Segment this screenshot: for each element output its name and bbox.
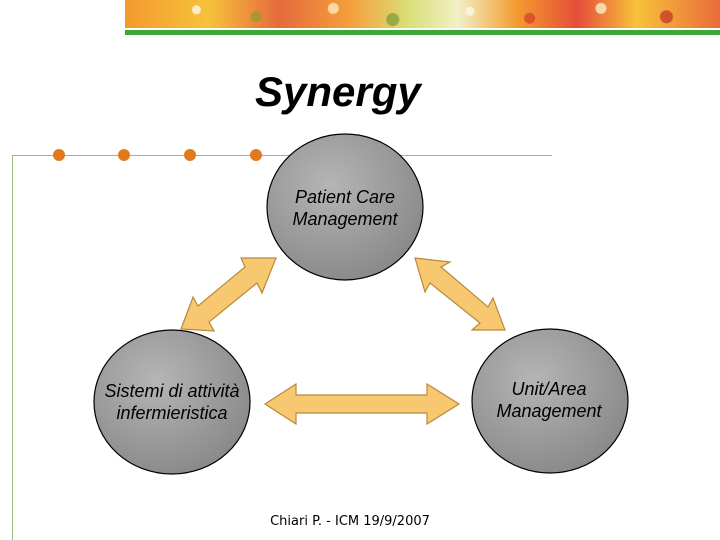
bullet-dot-3 — [184, 149, 196, 161]
slide-title: Synergy — [255, 68, 421, 115]
node-patient-care: Patient Care Management — [270, 186, 420, 230]
node-unit-area: Unit/Area Management — [474, 378, 624, 422]
right-circle — [471, 328, 629, 474]
slide-footer: Chiari P. - ICM 19/9/2007 — [270, 514, 430, 529]
bullet-dot-1 — [53, 149, 65, 161]
left-circle — [93, 329, 251, 475]
bullet-dot-2 — [118, 149, 130, 161]
node-sistemi: Sistemi di attività infermieristica — [82, 380, 262, 424]
horizontal-rule — [12, 155, 552, 156]
bullet-dot-4 — [250, 149, 262, 161]
header-banner-image — [125, 0, 720, 28]
node-sistemi-line2: infermieristica — [116, 403, 228, 423]
header-green-bar — [125, 30, 720, 35]
vertical-rule — [12, 155, 13, 540]
node-unit-area-line2: Management — [496, 401, 602, 421]
banner-flowers-pattern — [125, 0, 720, 28]
arrow-left-diagonal — [180, 257, 277, 332]
node-sistemi-line1: Sistemi di attività — [104, 381, 240, 401]
node-patient-care-line1: Patient Care — [294, 187, 396, 207]
arrow-horizontal — [263, 382, 461, 426]
node-patient-care-line2: Management — [292, 209, 398, 229]
arrow-right-diagonal — [414, 257, 506, 331]
node-unit-area-line1: Unit/Area — [511, 379, 587, 399]
top-circle — [266, 133, 424, 281]
